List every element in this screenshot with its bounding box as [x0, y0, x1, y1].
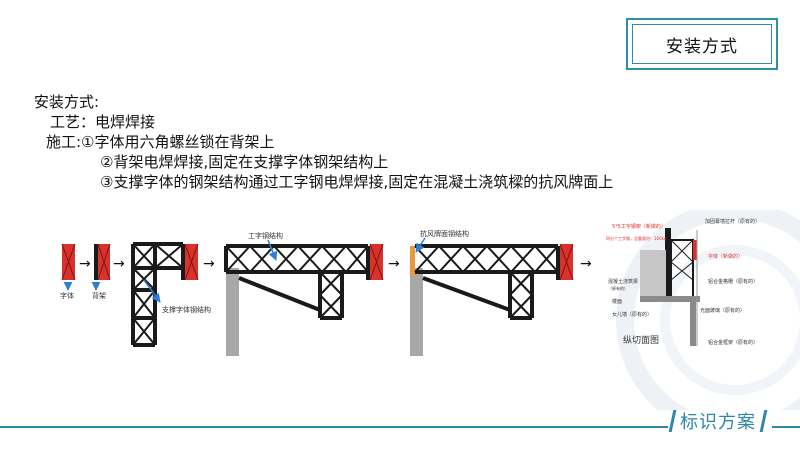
- installation-text: 安装方式: 工艺：电焊焊接 施工:①字体用六角螺丝锁在背架上 ②背架电焊焊接,固…: [34, 92, 613, 192]
- label-concrete-sub: （原有的）: [608, 285, 628, 291]
- label-slab: 楼面: [612, 298, 622, 305]
- footer-bar-right: [759, 410, 768, 432]
- wind-panel-plate: [410, 246, 415, 276]
- label-font: 字体: [60, 291, 74, 300]
- concrete-column: [226, 268, 239, 356]
- arrow-1: →: [79, 256, 91, 272]
- method-step-1: 施工:①字体用六角螺丝锁在背架上: [46, 133, 275, 151]
- arrow-2: →: [113, 256, 125, 272]
- label-alu: 铝合金格栅（原有的）: [708, 278, 758, 285]
- label-glass: 光面玻璃（原有的）: [700, 307, 745, 314]
- arrow-3: →: [203, 256, 215, 272]
- footer-brand: 标识方案: [665, 408, 771, 434]
- footer-brand-text: 标识方案: [680, 412, 756, 433]
- method-heading: 安装方式:: [34, 93, 100, 111]
- label-font-new: 字体（新做的）: [708, 253, 743, 260]
- section-title-box: 安装方式: [626, 18, 778, 70]
- method-step-3: ③支撑字体的钢架结构通过工字钢电焊焊接,固定在混凝土浇筑樑的抗风牌面上: [100, 173, 614, 191]
- stage-support-structure: 支撑字体钢结构: [131, 242, 211, 347]
- footer-divider-right: [772, 426, 800, 428]
- label-wind: 抗风牌面钢结构: [420, 229, 469, 238]
- label-backframe: 背架: [92, 291, 106, 300]
- label-i-beam: 工字钢结构: [248, 231, 283, 240]
- footer-divider-left: [0, 426, 668, 428]
- backframe-sign-mark: [97, 243, 111, 281]
- font-sign-mark: [61, 243, 76, 281]
- label-steel: 5*5工字钢架（新做的）: [612, 223, 666, 230]
- label-concrete: 混凝土浇筑梁: [608, 278, 638, 285]
- stage-i-beam: 工字钢结构: [224, 231, 384, 356]
- section-title: 安装方式: [666, 36, 738, 57]
- stage-section-view: 5*5工字钢架（新做的） 四分个工字钢，总重量约：100kg 加固幕墙拉杆（原有…: [606, 218, 760, 346]
- section-title-inner: 安装方式: [632, 24, 772, 64]
- label-steel-sub: 四分个工字钢，总重量约：100kg: [606, 235, 667, 241]
- watermark-logo: [616, 210, 800, 410]
- arrow-4: →: [388, 256, 400, 272]
- method-step-2: ②背架电焊焊接,固定在支撑字体钢架结构上: [100, 153, 389, 171]
- label-wall: 女儿墙（原有的）: [612, 311, 652, 318]
- label-cable: 加固幕墙拉杆（原有的）: [705, 218, 760, 225]
- method-craft: 工艺：电焊焊接: [50, 113, 156, 131]
- label-frame: 铝合金框架（原有的）: [708, 339, 758, 346]
- label-support: 支撑字体钢结构: [162, 305, 211, 314]
- arrow-5: →: [580, 256, 592, 272]
- stage-backframe: 背架: [91, 243, 111, 300]
- label-section: 纵切面图: [623, 335, 659, 346]
- backframe-bar: [94, 244, 98, 280]
- stage-font: 字体: [60, 243, 76, 300]
- footer-bar-left: [668, 410, 677, 432]
- stage-wind-panel: 抗风牌面钢结构: [410, 229, 574, 356]
